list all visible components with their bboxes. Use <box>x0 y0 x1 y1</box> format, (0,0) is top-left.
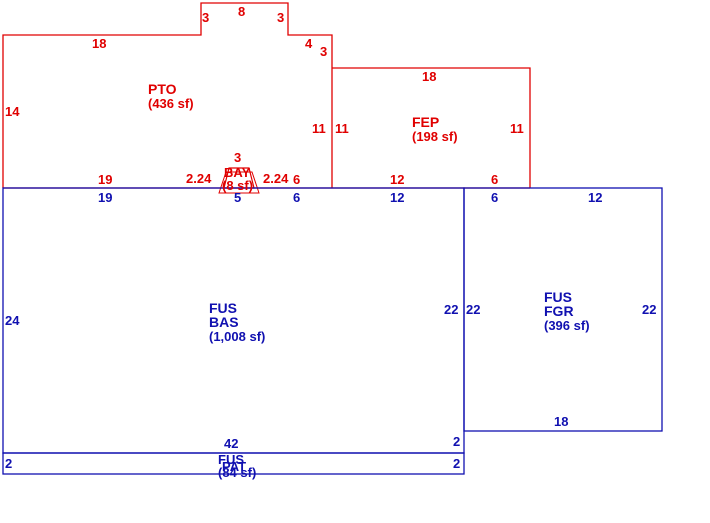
bas-code: BAS <box>209 314 239 330</box>
strip-area: (84 sf) <box>218 465 256 480</box>
pto-dim-step-right: 3 <box>320 44 327 59</box>
bas-dim-top-right-a: 6 <box>293 190 300 205</box>
pto-dim-inner-right: 11 <box>312 121 326 136</box>
bas-area: (1,008 sf) <box>209 329 265 344</box>
strip-prefix: FUS <box>218 452 244 467</box>
fep-area: (198 sf) <box>412 129 458 144</box>
fep-dim-right: 11 <box>510 121 524 136</box>
fgr-area: (396 sf) <box>544 318 590 333</box>
bay-code: BAY <box>224 165 251 180</box>
fgr-code: FGR <box>544 303 574 319</box>
bas-dim-top-left: 19 <box>98 190 112 205</box>
pto-code: PTO <box>148 81 177 97</box>
bas-dim-right: 22 <box>444 302 458 317</box>
bas-dim-bottom: 42 <box>224 436 238 451</box>
pto-dim-step-top: 4 <box>305 36 313 51</box>
strip-dim-right-upper: 2 <box>453 434 460 449</box>
pto-dim-bump-right: 3 <box>277 10 284 25</box>
bas-prefix: FUS <box>209 300 237 316</box>
fep-dim-bottom-left: 12 <box>390 172 404 187</box>
fgr-dim-top-right: 12 <box>588 190 602 205</box>
strip-dim-right: 2 <box>453 456 460 471</box>
bay-outline-inner <box>218 171 260 194</box>
fgr-dim-top-left: 6 <box>491 190 498 205</box>
strip-dim-left: 2 <box>5 456 12 471</box>
pto-outline <box>2 2 333 188</box>
bas-dim-top-right-b: 12 <box>390 190 404 205</box>
fgr-dim-left: 22 <box>466 302 480 317</box>
pto-dim-top-left: 18 <box>92 36 106 51</box>
fep-code: FEP <box>412 114 439 130</box>
pto-dim-bump-top: 8 <box>238 4 245 19</box>
fgr-dim-bottom: 18 <box>554 414 568 429</box>
fgr-prefix: FUS <box>544 289 572 305</box>
strip-outline <box>2 452 465 475</box>
bay-area: (8 sf) <box>222 178 253 193</box>
fep-dim-bottom-right: 6 <box>491 172 498 187</box>
pto-dim-bottom-right: 6 <box>293 172 300 187</box>
strip-code: PAT <box>222 459 246 474</box>
fep-dim-left: 11 <box>335 121 349 136</box>
fep-dim-top: 18 <box>422 69 436 84</box>
pto-dim-bump-left: 3 <box>202 10 209 25</box>
bay-dim-top: 3 <box>234 150 241 165</box>
bas-dim-left: 24 <box>5 313 20 328</box>
bay-dim-right: 2.24 <box>263 171 289 186</box>
fgr-outline <box>463 187 663 432</box>
fgr-dim-right: 22 <box>642 302 656 317</box>
fep-outline <box>332 67 531 188</box>
pto-dim-bottom-left: 19 <box>98 172 112 187</box>
pto-area: (436 sf) <box>148 96 194 111</box>
bay-dim-left: 2.24 <box>186 171 212 186</box>
pto-dim-left: 14 <box>5 104 20 119</box>
bas-dim-top-mid: 5 <box>234 190 241 205</box>
